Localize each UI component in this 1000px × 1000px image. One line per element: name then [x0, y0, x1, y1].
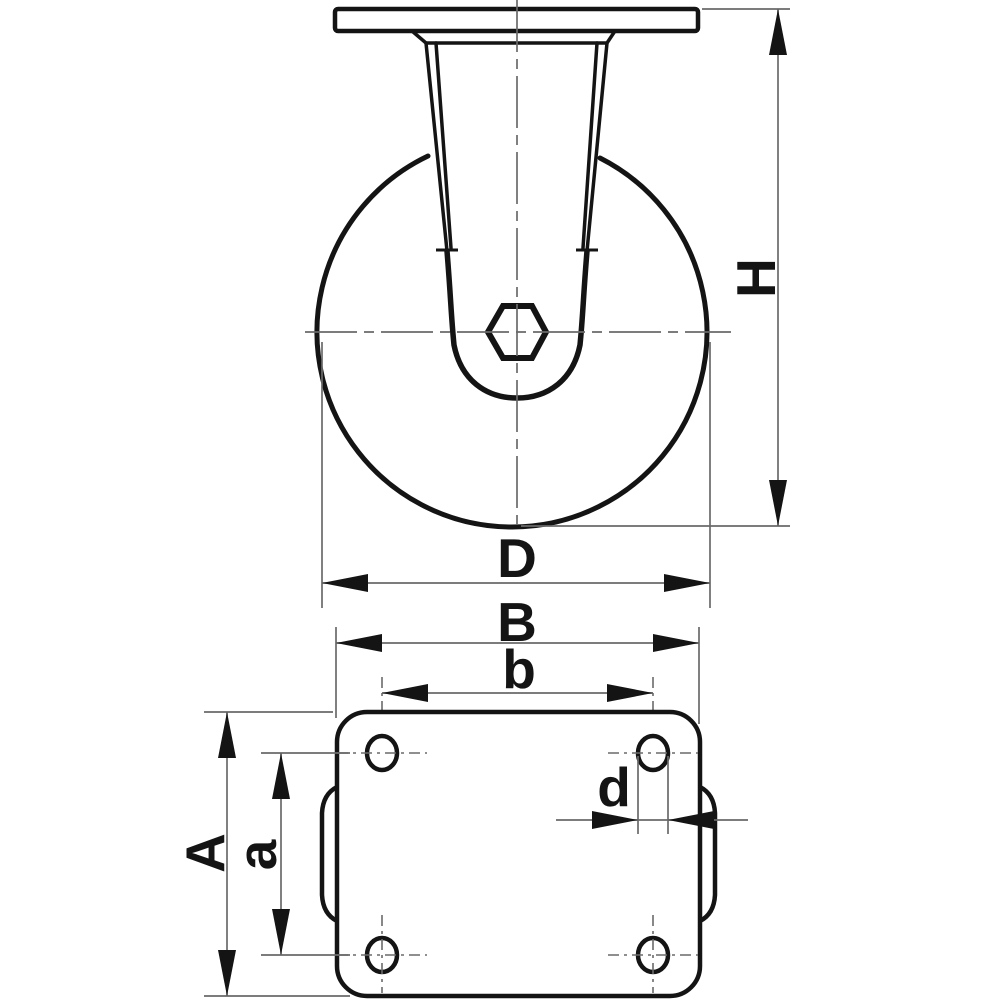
arrowhead-down [272, 909, 290, 955]
wheel-edge-left [319, 784, 339, 924]
label-D: D [497, 527, 537, 589]
arrowhead-down [218, 950, 236, 996]
dimension-B: B [335, 591, 700, 724]
arrowhead-left [382, 684, 428, 702]
plate-top-view [319, 709, 718, 999]
dimension-a: a [226, 752, 350, 956]
arrowhead-inward-right [592, 811, 638, 829]
dimension-H: H [521, 8, 790, 527]
arrowhead-right [607, 684, 653, 702]
arrowhead-down [769, 480, 787, 526]
mounting-plate-top [334, 709, 703, 999]
dimension-D: D [321, 342, 711, 608]
fork-leg-right-inner [581, 41, 599, 250]
arrowhead-left [322, 574, 368, 592]
dimension-A: A [174, 711, 350, 997]
fork-leg-left-outer [424, 41, 449, 253]
dimension-d: d [556, 756, 748, 834]
arrowhead-inward-left [668, 811, 714, 829]
label-A: A [174, 833, 236, 873]
wheel-circle [314, 153, 710, 530]
arrowhead-up [272, 753, 290, 799]
label-B: B [497, 591, 537, 653]
label-b: b [502, 638, 536, 700]
label-a: a [226, 839, 288, 870]
label-H: H [725, 258, 787, 298]
arrowhead-right [653, 634, 699, 652]
arrowhead-right [664, 574, 710, 592]
arrowhead-up [769, 9, 787, 55]
fork-leg-right-outer [585, 41, 609, 253]
arrowhead-left [336, 634, 382, 652]
arrowhead-up [218, 712, 236, 758]
fork-leg-left-inner [434, 41, 453, 250]
dimension-b: b [381, 638, 654, 798]
side-view [305, 0, 731, 531]
label-d: d [597, 756, 631, 818]
